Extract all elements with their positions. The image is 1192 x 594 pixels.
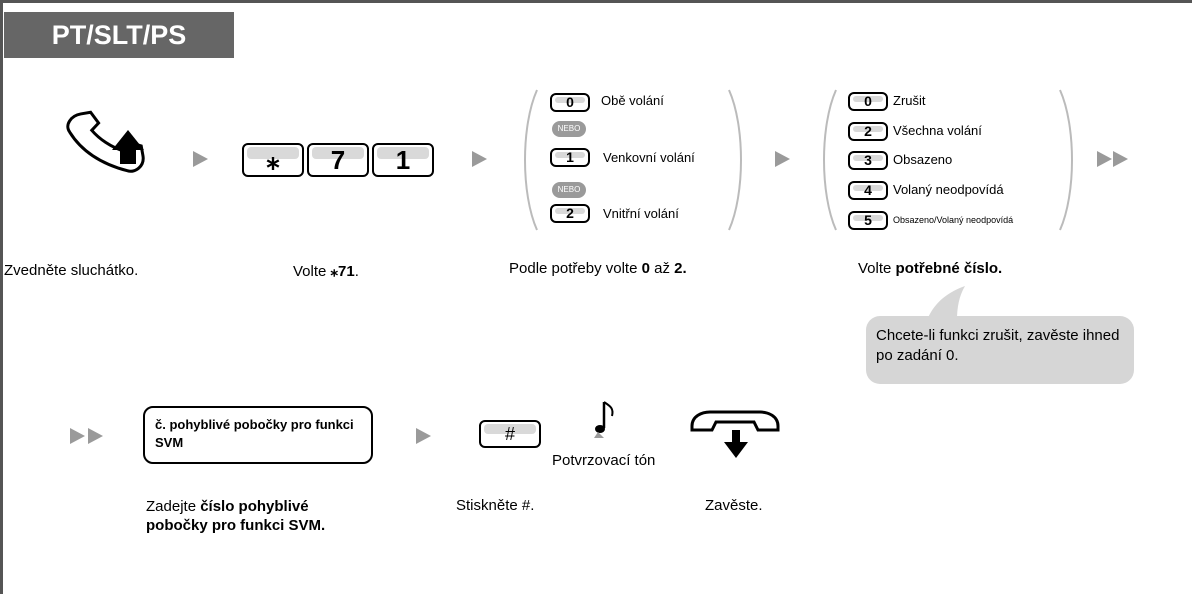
option-b-key-2: 2 xyxy=(848,122,888,141)
caption-dial: Volte ⁎71. xyxy=(293,263,359,280)
tip-pointer xyxy=(927,286,965,320)
onhook-handset-icon xyxy=(690,410,780,458)
option-b-label-busy-noanswer: Obsazeno/Volaný neodpovídá xyxy=(893,215,1014,225)
caption-offhook: Zvedněte sluchátko. xyxy=(4,262,139,279)
key-star: ⁎ xyxy=(242,143,304,177)
step-arrow xyxy=(1097,151,1112,167)
tip-bubble: Chcete-li funkci zrušit, zavěste ihned p… xyxy=(866,316,1134,384)
extension-number-box: č. pohyblivé pobočky pro funkci SVM xyxy=(143,406,373,464)
option-key-2: 2 xyxy=(550,204,590,223)
frame-top-border xyxy=(0,0,1192,3)
nebo-badge: NEBO xyxy=(552,182,586,198)
option-label-both: Obě volání xyxy=(601,93,664,108)
option-label-external: Venkovní volání xyxy=(603,150,695,165)
key-hash: # xyxy=(479,420,541,448)
key-7: 7 xyxy=(307,143,369,177)
caption-enter-extension: Zadejte číslo pohyblivé pobočky pro funk… xyxy=(146,498,326,534)
option-b-label-busy: Obsazeno xyxy=(893,152,953,167)
options-b-brackets xyxy=(823,89,1073,231)
option-b-key-3: 3 xyxy=(848,151,888,170)
header-tab: PT/SLT/PS xyxy=(4,12,234,58)
nebo-badge: NEBO xyxy=(552,121,586,137)
caption-options-b: Volte potřebné číslo. xyxy=(858,260,1003,277)
step-arrow xyxy=(416,428,431,444)
step-arrow xyxy=(775,151,790,167)
step-arrow xyxy=(193,151,208,167)
frame-left-border xyxy=(0,0,3,594)
caption-onhook: Zavěste. xyxy=(705,497,763,514)
option-key-0: 0 xyxy=(550,93,590,112)
key-1: 1 xyxy=(372,143,434,177)
caption-press-hash: Stiskněte #. xyxy=(456,497,535,514)
music-note-icon xyxy=(594,401,614,438)
option-b-key-5: 5 xyxy=(848,211,888,230)
option-b-label-all: Všechna volání xyxy=(893,123,982,138)
caption-options-a: Podle potřeby volte 0 až 2. xyxy=(509,260,687,277)
options-a-brackets xyxy=(524,89,742,231)
option-label-internal: Vnitřní volání xyxy=(603,206,679,221)
option-key-1: 1 xyxy=(550,148,590,167)
offhook-handset-icon xyxy=(66,110,145,173)
option-b-label-cancel: Zrušit xyxy=(893,93,926,108)
step-arrow xyxy=(70,428,85,444)
step-arrow xyxy=(88,428,103,444)
option-b-key-0: 0 xyxy=(848,92,888,111)
step-arrow xyxy=(472,151,487,167)
step-arrow xyxy=(1113,151,1128,167)
option-b-key-4: 4 xyxy=(848,181,888,200)
option-b-label-noanswer: Volaný neodpovídá xyxy=(893,182,1004,197)
confirmation-tone-label: Potvrzovací tón xyxy=(552,452,656,469)
